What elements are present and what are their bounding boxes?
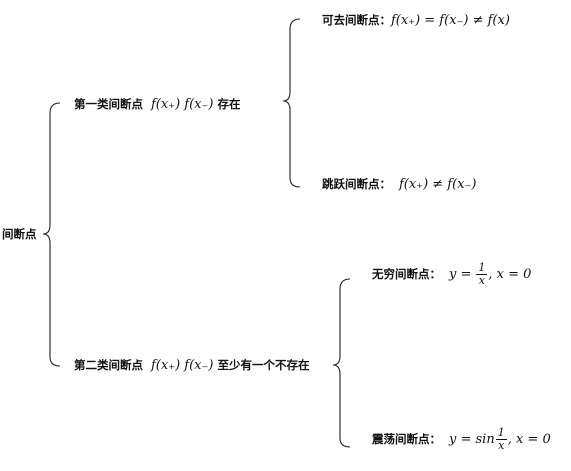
second-kind-condition: f(x₊) f(x₋) xyxy=(151,358,214,373)
first-kind-condition: f(x₊) f(x₋) xyxy=(151,97,214,112)
removable-label: 可去间断点： xyxy=(322,13,391,27)
root-label: 间断点 xyxy=(2,227,37,241)
oscillating-formula-suffix: , x = 0 xyxy=(507,432,551,447)
root-brace xyxy=(42,102,61,367)
second-kind-suffix: 至少有一个不存在 xyxy=(217,358,310,372)
jump-node: 跳跃间断点： f(x₊) ≠ f(x₋) xyxy=(322,176,476,193)
infinite-label: 无穷间断点： xyxy=(372,267,441,281)
second-kind-node: 第二类间断点 f(x₊) f(x₋) 至少有一个不存在 xyxy=(74,357,309,374)
jump-formula: f(x₊) ≠ f(x₋) xyxy=(399,177,477,192)
second-kind-label: 第二类间断点 xyxy=(74,358,143,372)
infinite-formula-prefix: y = xyxy=(449,267,472,282)
first-kind-brace xyxy=(282,18,301,188)
first-kind-node: 第一类间断点 f(x₊) f(x₋) 存在 xyxy=(74,96,240,113)
oscillating-formula-prefix: y = sin xyxy=(449,432,495,447)
first-kind-suffix: 存在 xyxy=(217,97,241,111)
jump-label: 跳跃间断点： xyxy=(322,177,391,191)
removable-node: 可去间断点：f(x₊) = f(x₋) ≠ f(x) xyxy=(322,12,510,29)
second-kind-brace xyxy=(332,278,351,448)
oscillating-label: 震荡间断点： xyxy=(372,432,441,446)
infinite-formula-suffix: , x = 0 xyxy=(488,267,532,282)
removable-formula: f(x₊) = f(x₋) ≠ f(x) xyxy=(391,13,510,28)
first-kind-label: 第一类间断点 xyxy=(74,97,143,111)
